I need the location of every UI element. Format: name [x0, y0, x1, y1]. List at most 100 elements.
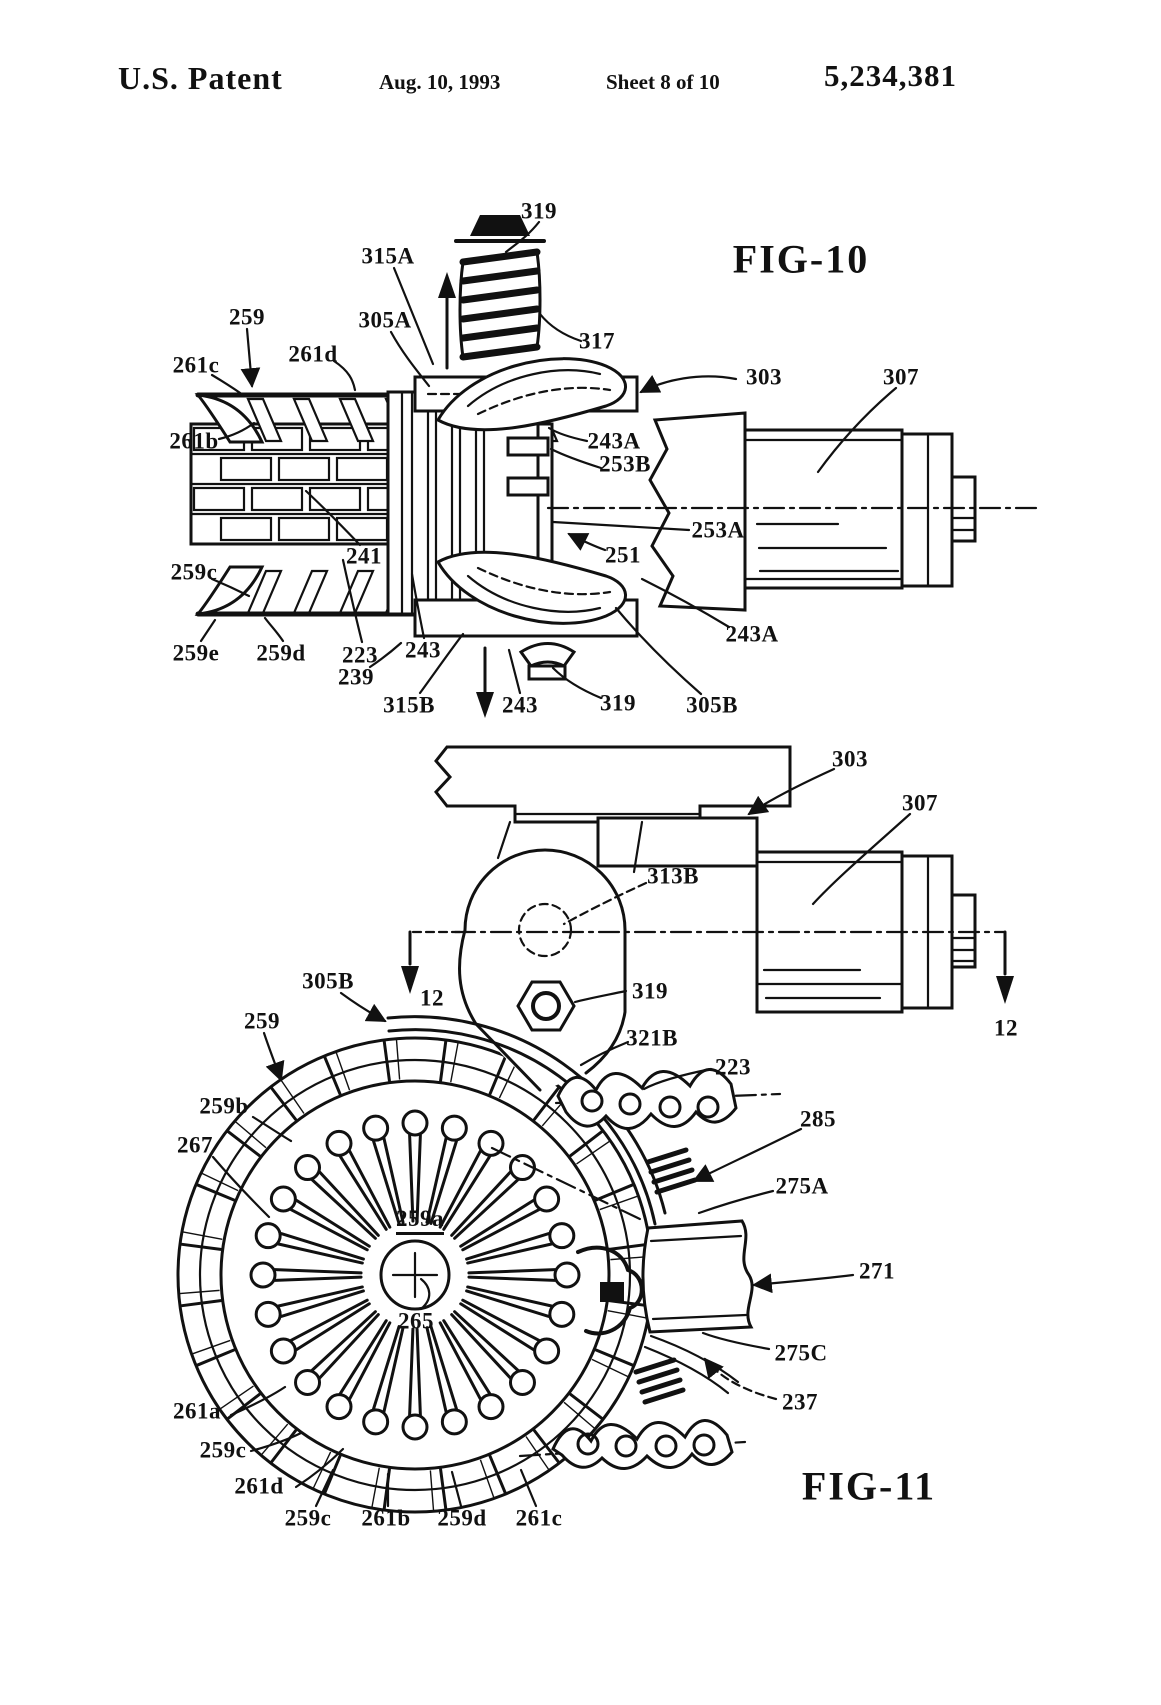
- wheel-spoke: [415, 1327, 422, 1417]
- pad-divider-thin: [201, 1172, 239, 1192]
- guard-fin: [338, 569, 375, 615]
- pad-divider: [488, 1454, 507, 1495]
- wheel-roller: [362, 1114, 390, 1142]
- ref-label-259b: 259b: [199, 1093, 249, 1119]
- wheel-roller: [401, 1109, 429, 1137]
- guard-fin: [292, 569, 329, 615]
- ref-label-243: 243: [405, 637, 441, 663]
- pad-divider: [323, 1055, 342, 1096]
- chain-link: [192, 486, 246, 512]
- ref-label-305A: 305A: [358, 307, 412, 333]
- wheel-spoke: [442, 1319, 492, 1395]
- wheel-mid-ring: [198, 1058, 632, 1492]
- mount-plate-fig11: [434, 745, 792, 868]
- ref-label-261c: 261c: [172, 352, 220, 378]
- fig10-title: FIG-10: [732, 236, 870, 282]
- wheel-spoke: [442, 1155, 492, 1231]
- wheel-spoke: [429, 1325, 458, 1411]
- ref-label-315B: 315B: [383, 692, 435, 718]
- guard-fin: [292, 397, 329, 443]
- wheel-spoke: [429, 1139, 458, 1225]
- pad-divider: [532, 1086, 561, 1122]
- wheel-roller: [548, 1222, 576, 1250]
- ref-label-313B: 313B: [647, 863, 699, 889]
- motion-arrows: [438, 272, 494, 718]
- wheel-roller: [477, 1129, 505, 1157]
- pad-divider-thin: [182, 1231, 223, 1240]
- ref-label-259a: 259a: [396, 1207, 444, 1235]
- wheel-spoke: [466, 1242, 554, 1265]
- leader-lines: [199, 220, 912, 1508]
- wheel-inner-ring: [219, 1079, 611, 1471]
- wheel-roller: [362, 1408, 390, 1436]
- wing-nut: [518, 642, 577, 681]
- wheel-roller: [548, 1300, 576, 1328]
- ref-label-259: 259: [229, 304, 265, 330]
- ref-label-253A: 253A: [691, 517, 745, 543]
- pad-divider-thin: [312, 1451, 332, 1489]
- wheel-spoke: [450, 1170, 512, 1237]
- guide-bar: [641, 1219, 754, 1395]
- wheel-roller: [477, 1393, 505, 1421]
- chain-link: [335, 456, 389, 482]
- pad-divider-thin: [280, 1080, 305, 1114]
- wheel-spoke: [372, 1139, 401, 1225]
- ref-label-307: 307: [883, 364, 919, 390]
- cutter-chain-top: [554, 1068, 782, 1130]
- gearbox-break-edge: [648, 411, 747, 612]
- chain-link: [219, 456, 273, 482]
- cam-lobes: [435, 357, 627, 625]
- wheel-spoke: [466, 1285, 554, 1308]
- pad-divider-thin: [429, 1470, 435, 1511]
- wheel-roller: [440, 1408, 468, 1436]
- cutter-wheel: [176, 1036, 654, 1514]
- wheel-spoke: [279, 1232, 365, 1261]
- ref-label-12: 12: [994, 1015, 1018, 1041]
- wheel-spoke: [459, 1198, 535, 1248]
- wheel-spoke: [408, 1133, 415, 1223]
- pad-divider: [195, 1183, 236, 1202]
- pad-divider-thin: [371, 1467, 380, 1508]
- wheel-spoke: [318, 1170, 380, 1237]
- ref-label-271: 271: [859, 1258, 895, 1284]
- pad-divider: [439, 1039, 448, 1083]
- guard-fin: [246, 397, 283, 443]
- ref-label-241: 241: [346, 543, 382, 569]
- fig11-title: FIG-11: [801, 1463, 937, 1509]
- wheel-spoke: [467, 1275, 557, 1282]
- pad-divider: [269, 1428, 298, 1464]
- pad-divider-thin: [192, 1339, 231, 1355]
- ref-label-303: 303: [746, 364, 782, 390]
- chain-link: [250, 486, 304, 512]
- ref-label-303: 303: [832, 746, 868, 772]
- wheel-spoke: [408, 1327, 415, 1417]
- wheel-roller: [440, 1114, 468, 1142]
- tension-springs: [633, 1147, 698, 1405]
- ref-label-305B: 305B: [686, 692, 738, 718]
- wheel-roller: [249, 1261, 277, 1289]
- pad-divider-thin: [220, 1385, 254, 1410]
- ref-label-317: 317: [579, 328, 615, 354]
- fig10-drawing: [189, 215, 1042, 718]
- wheel-roller: [294, 1154, 322, 1182]
- wheel-roller: [533, 1185, 561, 1213]
- ref-label-261b: 261b: [361, 1505, 411, 1531]
- clamp-block: [576, 1245, 644, 1336]
- ref-label-259c: 259c: [284, 1505, 332, 1531]
- wheel-spoke: [372, 1325, 401, 1411]
- pad-divider-thin: [395, 1039, 401, 1080]
- patent-header-number: 5,234,381: [824, 58, 957, 93]
- wheel-spoke: [348, 1321, 392, 1401]
- ref-label-315A: 315A: [361, 243, 415, 269]
- wheel-roller: [254, 1222, 282, 1250]
- chain-link: [219, 516, 273, 542]
- pad-divider: [568, 1129, 604, 1158]
- patent-header-date: Aug. 10, 1993: [379, 70, 501, 94]
- ref-label-12: 12: [420, 985, 444, 1011]
- pad-divider: [594, 1183, 635, 1202]
- hex-bolt: [516, 980, 576, 1032]
- ref-label-285: 285: [800, 1106, 836, 1132]
- pivot-hole-dashed: [517, 902, 573, 958]
